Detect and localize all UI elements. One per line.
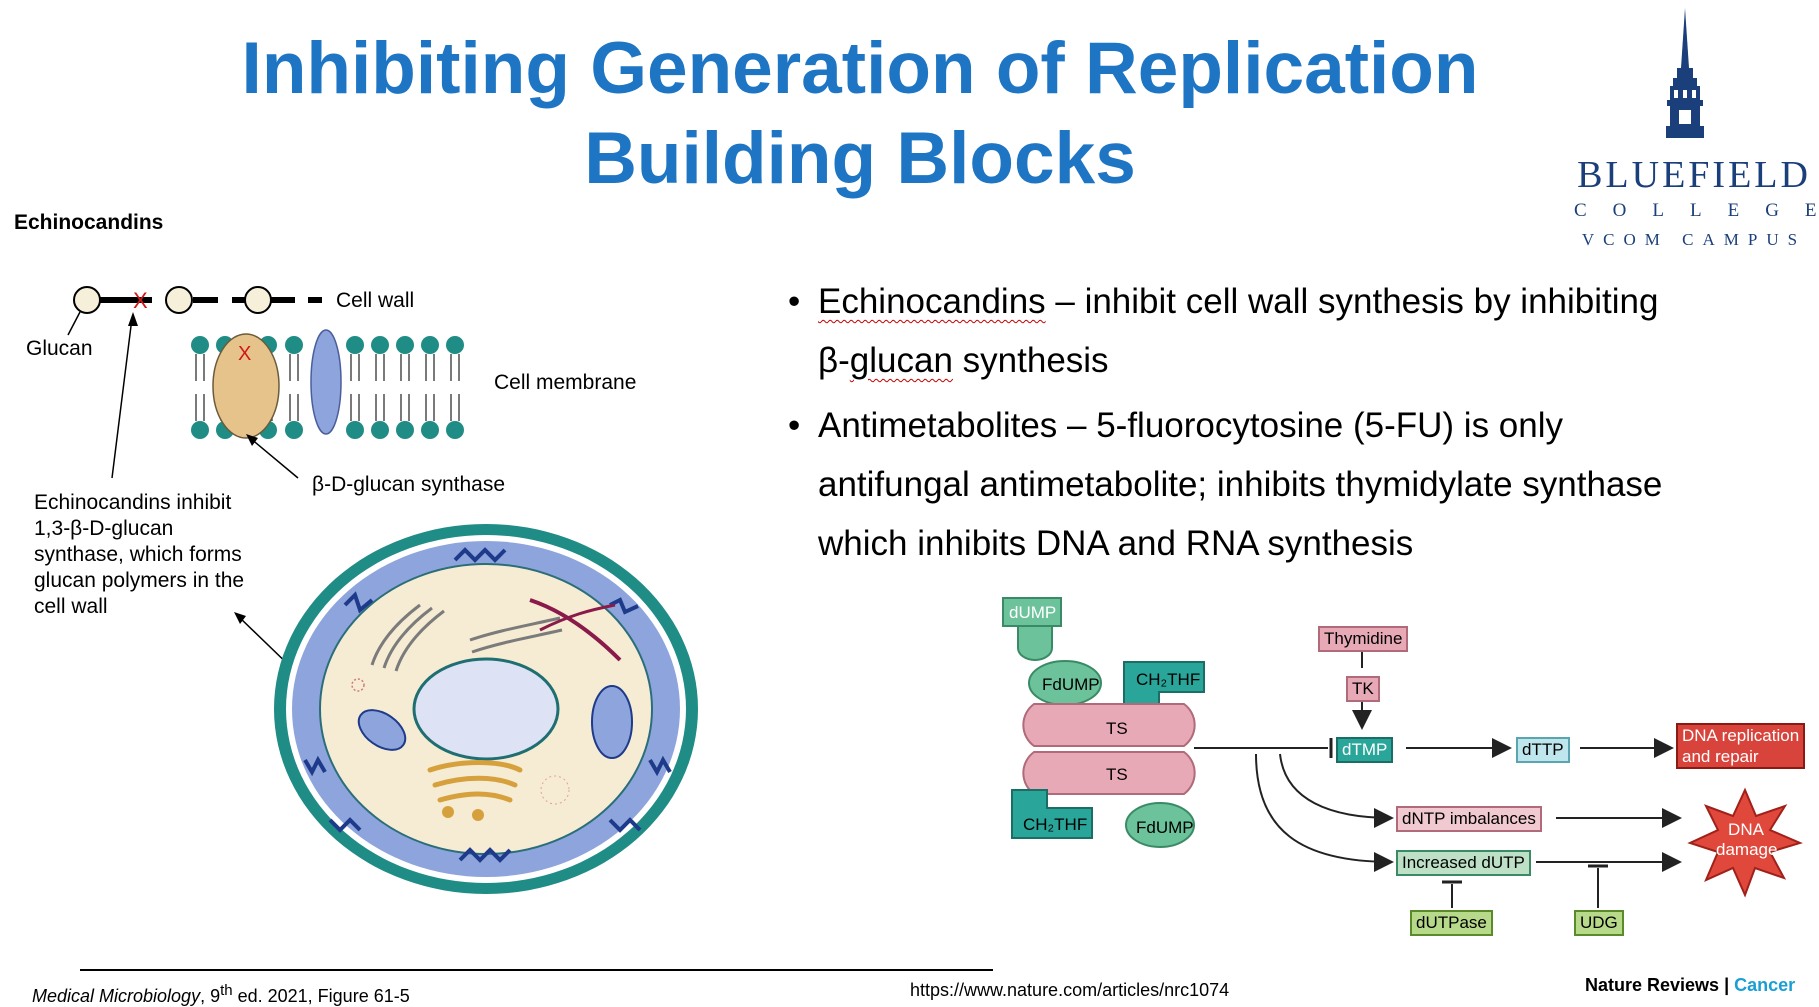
title-line-1: Inhibiting Generation of Replication (241, 28, 1479, 109)
thymidine-box: Thymidine (1318, 626, 1409, 652)
udg-box: UDG (1574, 910, 1624, 936)
synthase-label: β-D-glucan synthase (312, 473, 505, 496)
bullet-echinocandins: Echinocandins – inhibit cell wall synthe… (788, 272, 1798, 390)
logo-sub: COLLEGE (1574, 200, 1819, 221)
ch2thf-top-label: CH₂THF (1136, 670, 1201, 689)
lipid-head (346, 336, 364, 354)
term-glucan: glucan (849, 341, 953, 380)
dtmp-box: dTMP (1336, 737, 1394, 763)
dttp-box: dTTP (1516, 737, 1570, 763)
citation-left: Medical Microbiology, 9th ed. 2021, Figu… (32, 982, 410, 1006)
lipid-head (285, 421, 303, 439)
cell-wall-diagram: X (67, 286, 322, 336)
bluefield-logo-icon (1666, 8, 1704, 138)
fungal-cell-diagram (274, 524, 698, 894)
glucan-label: Glucan (26, 337, 93, 360)
tk-box: TK (1346, 676, 1380, 702)
lipid-head (191, 336, 209, 354)
fdump-bottom-label: FdUMP (1136, 818, 1194, 837)
lipid-head (446, 336, 464, 354)
ch2thf-bottom-label: CH₂THF (1023, 815, 1088, 834)
lipid-head (371, 421, 389, 439)
citation-right-link[interactable]: https://www.nature.com/articles/nrc1074 (910, 980, 1230, 1000)
logo-campus: VCOM CAMPUS (1581, 230, 1807, 249)
figure-heading: Echinocandins (14, 211, 164, 234)
lipid-head (285, 336, 303, 354)
increased-dutp-box: Increased dUTP (1396, 850, 1531, 876)
cell-membrane-diagram (191, 336, 464, 439)
lipid-head (396, 421, 414, 439)
dna-damage-label: DNA damage (1716, 820, 1778, 859)
synthase-x-mark: X (238, 343, 251, 365)
dna-replication-box: DNA replication and repair (1676, 723, 1806, 769)
lipid-head (421, 421, 439, 439)
bullet-antimetabolites: Antimetabolites – 5-fluorocytosine (5-FU… (788, 396, 1798, 573)
dntp-imbalances-box: dNTP imbalances (1396, 806, 1542, 832)
dutpase-box: dUTPase (1410, 910, 1493, 936)
citation-divider (80, 969, 993, 971)
lipid-head (421, 336, 439, 354)
lipid-head (191, 421, 209, 439)
glucan-synthase-shape (212, 333, 280, 439)
logo-name: BLUEFIELD (1577, 154, 1811, 196)
cell-wall-label: Cell wall (336, 289, 415, 312)
term-echinocandins: Echinocandins (818, 282, 1046, 321)
inhibit-x-mark: X (133, 288, 148, 313)
title-line-2: Building Blocks (584, 118, 1136, 199)
bullet-list: Echinocandins – inhibit cell wall synthe… (788, 272, 1798, 579)
lipid-head (346, 421, 364, 439)
lipid-head (396, 336, 414, 354)
slide-title: Inhibiting Generation of Replication Bui… (160, 24, 1560, 204)
lipid-head (371, 336, 389, 354)
fdump-top-label: FdUMP (1042, 675, 1100, 694)
lipid-head (446, 421, 464, 439)
echinocandin-note: Echinocandins inhibit 1,3-β-D-glucan syn… (34, 491, 245, 618)
nature-reviews-credit: Nature Reviews | Cancer (1585, 975, 1796, 995)
dump-label: dUMP (1009, 603, 1057, 622)
membrane-protein-shape (310, 329, 342, 435)
cell-membrane-label: Cell membrane (494, 371, 637, 394)
ts-top-label: TS (1106, 719, 1128, 738)
ts-bottom-label: TS (1106, 765, 1128, 784)
